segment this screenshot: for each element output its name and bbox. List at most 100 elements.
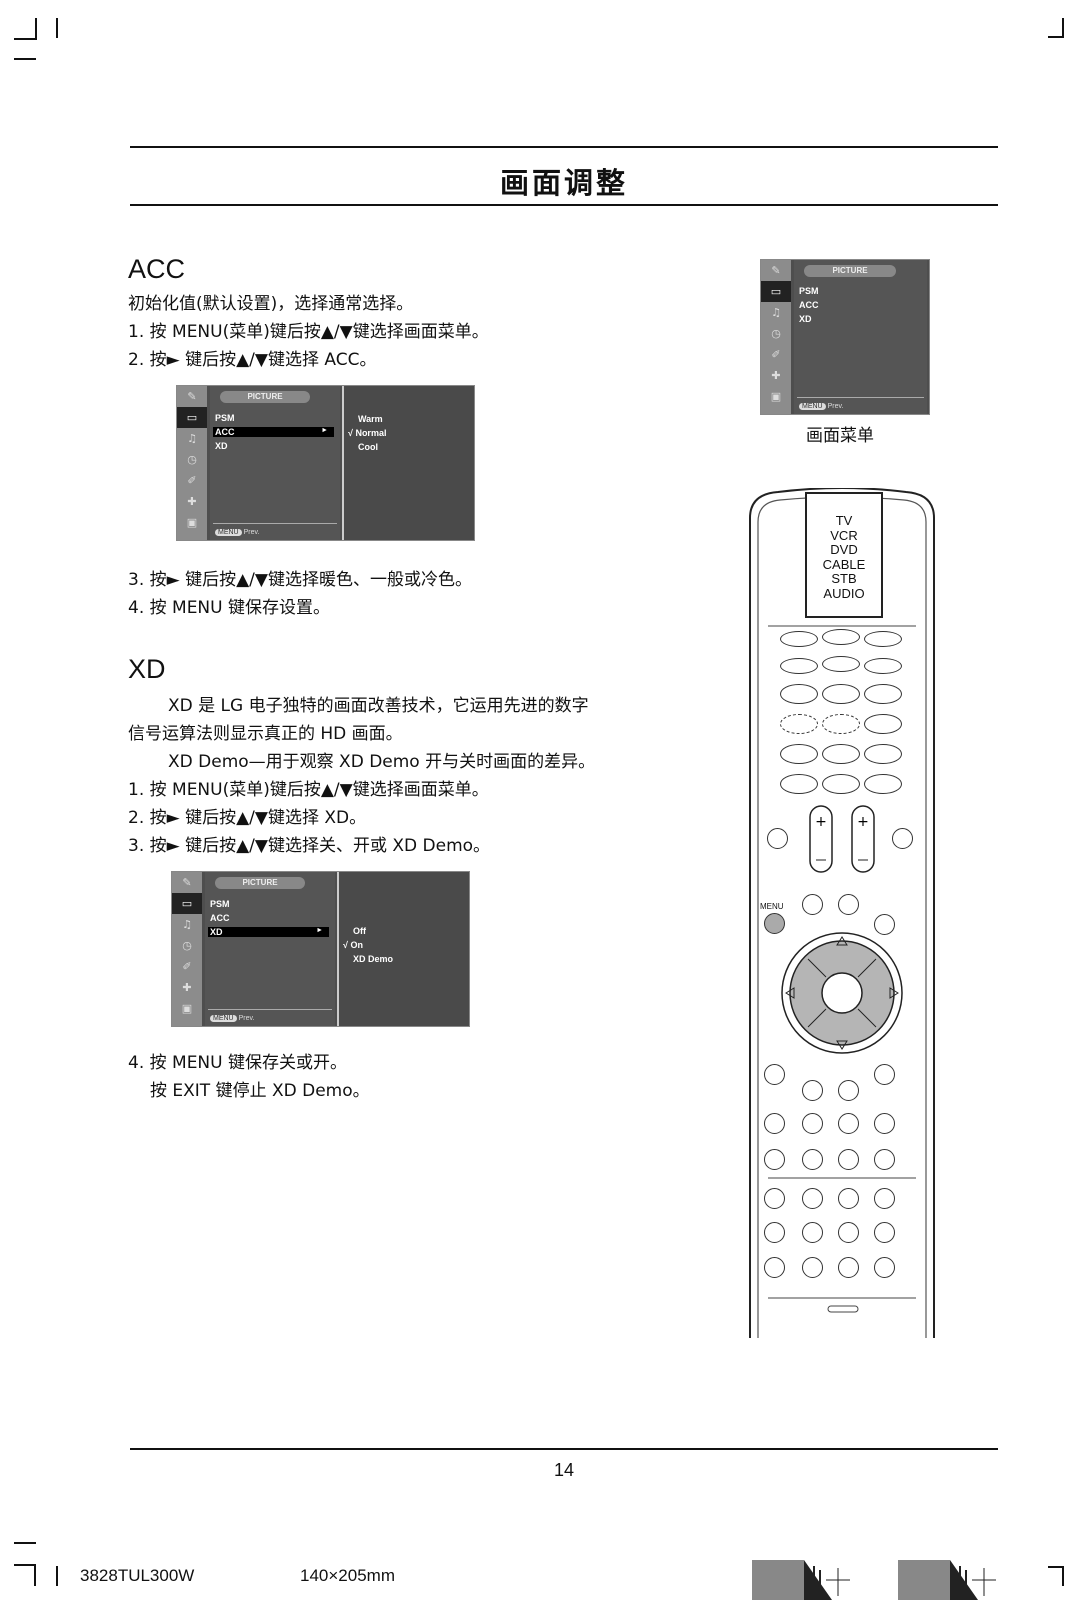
remote-button[interactable] bbox=[874, 1222, 895, 1243]
picture-menu-screenshot: ✎ ▭ ♫ ◷ ✐ ✚ ▣ PICTURE PSM ACC XD MENU Pr… bbox=[760, 259, 930, 415]
document-code: 3828TUL300W bbox=[80, 1566, 195, 1585]
remote-button[interactable] bbox=[802, 894, 823, 915]
acc-intro: 初始化值(默认设置)，选择通常选择。 bbox=[128, 294, 414, 314]
remote-button[interactable] bbox=[780, 774, 818, 794]
arrow-right-icon: ► bbox=[321, 427, 328, 434]
menu-footer-line bbox=[797, 397, 924, 398]
setup-icon: ✚ bbox=[771, 369, 781, 382]
remote-button[interactable] bbox=[802, 1188, 823, 1209]
menu-footer-line bbox=[213, 523, 337, 524]
menu-button[interactable] bbox=[764, 913, 785, 934]
remote-button[interactable] bbox=[822, 629, 860, 645]
remote-button[interactable] bbox=[874, 1149, 895, 1170]
remote-button[interactable] bbox=[838, 1188, 859, 1209]
option-off: Off bbox=[353, 926, 366, 936]
remote-button[interactable] bbox=[874, 914, 895, 935]
menu-item-label: ACC bbox=[215, 427, 235, 437]
crop-mark bbox=[1062, 18, 1064, 38]
crop-mark bbox=[14, 38, 36, 40]
remote-button[interactable] bbox=[802, 1257, 823, 1278]
remote-button[interactable] bbox=[822, 714, 860, 734]
crop-mark bbox=[34, 1564, 36, 1586]
remote-button[interactable] bbox=[802, 1149, 823, 1170]
picture-icon: ▭ bbox=[761, 281, 791, 302]
option-normal: √ Normal bbox=[348, 428, 387, 438]
prev-label: Prev. bbox=[238, 1015, 255, 1022]
menu-sub-panel: Warm √ Normal Cool bbox=[342, 386, 474, 540]
remote-button[interactable] bbox=[767, 828, 788, 849]
option-icon: ✐ bbox=[187, 474, 197, 487]
remote-button[interactable] bbox=[864, 744, 902, 764]
menu-item-psm: PSM bbox=[799, 286, 819, 296]
picture-menu-caption: 画面菜单 bbox=[806, 426, 874, 446]
menu-main-panel: PICTURE PSM ACC XD ► MENU Prev. bbox=[205, 872, 335, 1026]
source-vcr: VCR bbox=[830, 527, 858, 543]
picture-icon: ▭ bbox=[172, 893, 202, 914]
remote-button[interactable] bbox=[802, 1113, 823, 1134]
xd-step-3: 3. 按► 键后按▲/▼键选择关、开或 XD Demo。 bbox=[128, 836, 491, 856]
menu-footer: MENU Prev. bbox=[215, 529, 259, 536]
crop-mark bbox=[14, 1542, 36, 1544]
remote-button[interactable] bbox=[864, 631, 902, 647]
menu-item-acc: ACC bbox=[799, 300, 819, 310]
option-xd-demo: XD Demo bbox=[353, 954, 394, 964]
document-size: 140×205mm bbox=[300, 1566, 395, 1585]
menu-item-psm: PSM bbox=[215, 413, 235, 423]
acc-heading: ACC bbox=[128, 254, 186, 284]
top-rule bbox=[130, 146, 998, 148]
remote-button[interactable] bbox=[874, 1064, 895, 1085]
menu-button-label: MENU bbox=[760, 902, 784, 911]
page-title: 画面调整 bbox=[499, 166, 628, 200]
remote-button[interactable] bbox=[802, 1222, 823, 1243]
remote-button[interactable] bbox=[822, 684, 860, 704]
remote-button[interactable] bbox=[864, 684, 902, 704]
remote-button[interactable] bbox=[764, 1149, 785, 1170]
menu-title: PICTURE bbox=[215, 877, 305, 889]
source-cable: CABLE bbox=[822, 556, 866, 572]
remote-button[interactable] bbox=[764, 1064, 785, 1085]
remote-button[interactable] bbox=[838, 1113, 859, 1134]
remote-button[interactable] bbox=[780, 631, 818, 647]
remote-button[interactable] bbox=[780, 684, 818, 704]
remote-button[interactable] bbox=[892, 828, 913, 849]
wrench-icon: ✎ bbox=[771, 264, 781, 277]
remote-button[interactable] bbox=[822, 744, 860, 764]
source-dvd: DVD bbox=[830, 542, 858, 557]
remote-button[interactable] bbox=[764, 1188, 785, 1209]
remote-button[interactable] bbox=[838, 894, 859, 915]
xd-menu-screenshot: ✎ ▭ ♫ ◷ ✐ ✚ ▣ PICTURE PSM ACC XD ► MENU … bbox=[171, 871, 470, 1027]
remote-button[interactable] bbox=[874, 1188, 895, 1209]
option-icon: ✐ bbox=[771, 348, 781, 361]
crop-mark bbox=[1048, 1566, 1064, 1568]
menu-footer: MENU Prev. bbox=[210, 1015, 254, 1022]
remote-button[interactable] bbox=[864, 714, 902, 734]
remote-button[interactable] bbox=[764, 1257, 785, 1278]
remote-button[interactable] bbox=[838, 1149, 859, 1170]
menu-item-psm: PSM bbox=[210, 899, 230, 909]
remote-button[interactable] bbox=[802, 1080, 823, 1101]
svg-text:+: + bbox=[815, 814, 827, 830]
remote-button[interactable] bbox=[838, 1257, 859, 1278]
menu-title: PICTURE bbox=[220, 391, 310, 403]
acc-step-2: 2. 按► 键后按▲/▼键选择 ACC。 bbox=[128, 350, 377, 370]
remote-button[interactable] bbox=[864, 774, 902, 794]
remote-button[interactable] bbox=[864, 658, 902, 674]
xd-paragraph-2: XD Demo—用于观察 XD Demo 开与关时画面的差异。 bbox=[168, 752, 596, 772]
remote-button[interactable] bbox=[838, 1080, 859, 1101]
remote-button[interactable] bbox=[764, 1113, 785, 1134]
remote-button[interactable] bbox=[822, 656, 860, 672]
remote-button[interactable] bbox=[780, 714, 818, 734]
xd-heading: XD bbox=[128, 654, 166, 684]
setup-icon: ✚ bbox=[187, 495, 197, 508]
remote-button[interactable] bbox=[780, 744, 818, 764]
remote-button[interactable] bbox=[838, 1222, 859, 1243]
remote-button[interactable] bbox=[822, 774, 860, 794]
remote-button[interactable] bbox=[780, 658, 818, 674]
sound-icon: ♫ bbox=[771, 306, 781, 319]
remote-button[interactable] bbox=[874, 1113, 895, 1134]
menu-main-panel: PICTURE PSM ACC XD MENU Prev. bbox=[794, 260, 927, 414]
picture-icon: ▭ bbox=[177, 407, 207, 428]
remote-button[interactable] bbox=[874, 1257, 895, 1278]
remote-button[interactable] bbox=[764, 1222, 785, 1243]
pip-icon: ▣ bbox=[181, 1002, 193, 1015]
